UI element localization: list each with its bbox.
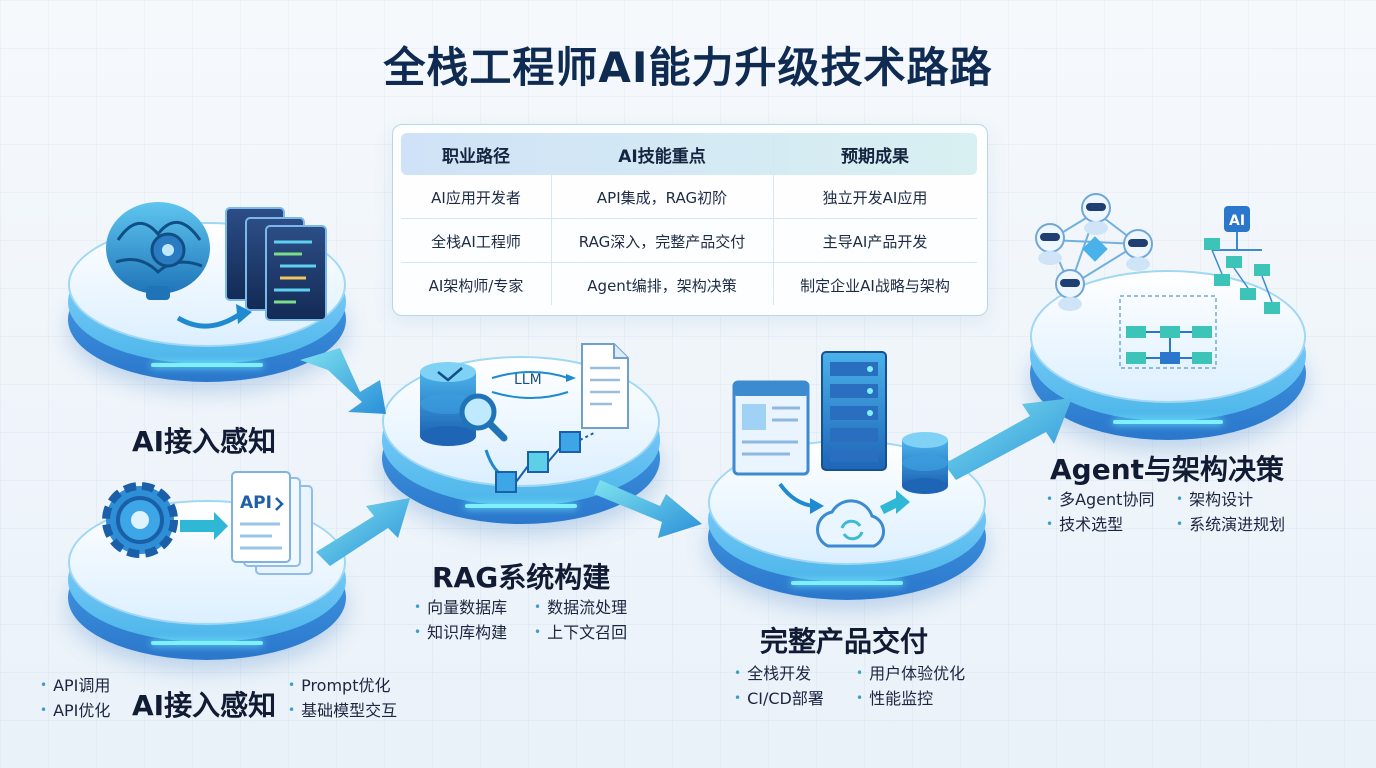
bullet-item: 性能监控	[856, 687, 965, 712]
data-blocks-icon	[484, 431, 597, 493]
perception-bullets-right: Prompt优化 基础模型交互	[288, 674, 397, 724]
architecture-flow-icon	[1119, 295, 1217, 369]
ai-tag: AI	[1229, 213, 1245, 229]
bullet-item: 架构设计	[1176, 488, 1285, 513]
stage-label-delivery: 完整产品交付	[760, 625, 929, 658]
browser-window-icon	[732, 380, 810, 476]
table-cell: 全栈AI工程师	[431, 232, 521, 251]
table-row: 全栈AI工程师 RAG深入，完整产品交付 主导AI产品开发	[401, 221, 977, 261]
table-row: AI应用开发者 API集成，RAG初阶 独立开发AI应用	[401, 177, 977, 217]
arrow-delivery-to-agent	[944, 398, 1072, 480]
career-table: 职业路径 AI技能重点 预期成果 AI应用开发者 API集成，RAG初阶 独立开…	[392, 124, 988, 316]
table-row: AI架构师/专家 Agent编排，架构决策 制定企业AI战略与架构	[401, 265, 977, 305]
gear-icon	[102, 482, 178, 558]
api-document-icon: API	[231, 471, 313, 575]
table-cell: AI架构师/专家	[428, 276, 524, 295]
rag-bullets-right: 数据流处理 上下文召回	[534, 596, 627, 646]
delivery-bullets-left: 全栈开发 CI/CD部署	[734, 662, 824, 712]
table-header: 职业路径 AI技能重点 预期成果	[401, 133, 977, 175]
table-header-cell: 预期成果	[841, 146, 909, 167]
table-header-cell: 职业路径	[442, 146, 510, 167]
flow-arrow-icon	[176, 311, 242, 329]
bullet-item: API优化	[40, 699, 110, 724]
table-cell: AI应用开发者	[431, 188, 521, 207]
table-cell: API集成，RAG初阶	[596, 188, 728, 207]
agent-bullets-right: 架构设计 系统演进规划	[1176, 488, 1285, 538]
stage-label-perception-bottom: AI接入感知	[132, 689, 277, 722]
arrow-perception-to-rag	[300, 348, 386, 414]
bullet-item: 数据流处理	[534, 596, 627, 621]
cloud-sync-icon	[816, 499, 885, 548]
table-cell: 独立开发AI应用	[822, 188, 928, 207]
delivery-bullets-right: 用户体验优化 性能监控	[856, 662, 965, 712]
perception-bullets-left: API调用 API优化	[40, 674, 110, 724]
bullet-item: API调用	[40, 674, 110, 699]
bullet-item: 全栈开发	[734, 662, 824, 687]
table-divider	[773, 133, 774, 305]
flow-arrow-icon	[180, 512, 228, 540]
table-divider	[401, 262, 977, 263]
bullet-item: 知识库构建	[414, 621, 507, 646]
document-icon	[581, 343, 629, 429]
table-header-cell: AI技能重点	[618, 146, 706, 167]
database-icon	[902, 432, 948, 494]
table-divider	[551, 133, 552, 305]
bullet-item: 技术选型	[1046, 513, 1154, 538]
page-title: 全栈工程师AI能力升级技术路路	[383, 43, 993, 92]
table-cell: Agent编排，架构决策	[587, 276, 737, 295]
api-tag: API	[240, 493, 272, 513]
flow-arrow-icon	[491, 371, 569, 379]
server-rack-icon	[821, 351, 887, 471]
brain-icon	[106, 202, 210, 300]
table-divider	[401, 218, 977, 219]
table-cell: 主导AI产品开发	[822, 232, 928, 251]
stage-label-rag: RAG系统构建	[432, 561, 611, 594]
bullet-item: CI/CD部署	[734, 687, 824, 712]
robot-network-icon	[1035, 193, 1153, 311]
stage-label-agent: Agent与架构决策	[1050, 453, 1285, 486]
search-icon	[459, 393, 508, 442]
bullet-item: 系统演进规划	[1176, 513, 1285, 538]
agent-bullets-left: 多Agent协同 技术选型	[1046, 488, 1154, 538]
bullet-item: 基础模型交互	[288, 699, 397, 724]
bullet-item: 用户体验优化	[856, 662, 965, 687]
code-screen-icon	[225, 207, 327, 321]
ai-hierarchy-icon: AI	[1204, 206, 1280, 314]
bullet-item: Prompt优化	[288, 674, 397, 699]
rag-bullets-left: 向量数据库 知识库构建	[414, 596, 507, 646]
stage-label-perception-top: AI接入感知	[132, 425, 277, 458]
table-cell: 制定企业AI战略与架构	[800, 276, 950, 295]
bullet-item: 向量数据库	[414, 596, 507, 621]
arrow-rag-to-delivery	[594, 480, 702, 538]
table-cell: RAG深入，完整产品交付	[578, 232, 746, 251]
llm-tag: LLM	[514, 372, 542, 388]
bullet-item: 上下文召回	[534, 621, 627, 646]
arrow-bottom-to-rag	[316, 498, 410, 566]
bullet-item: 多Agent协同	[1046, 488, 1154, 513]
